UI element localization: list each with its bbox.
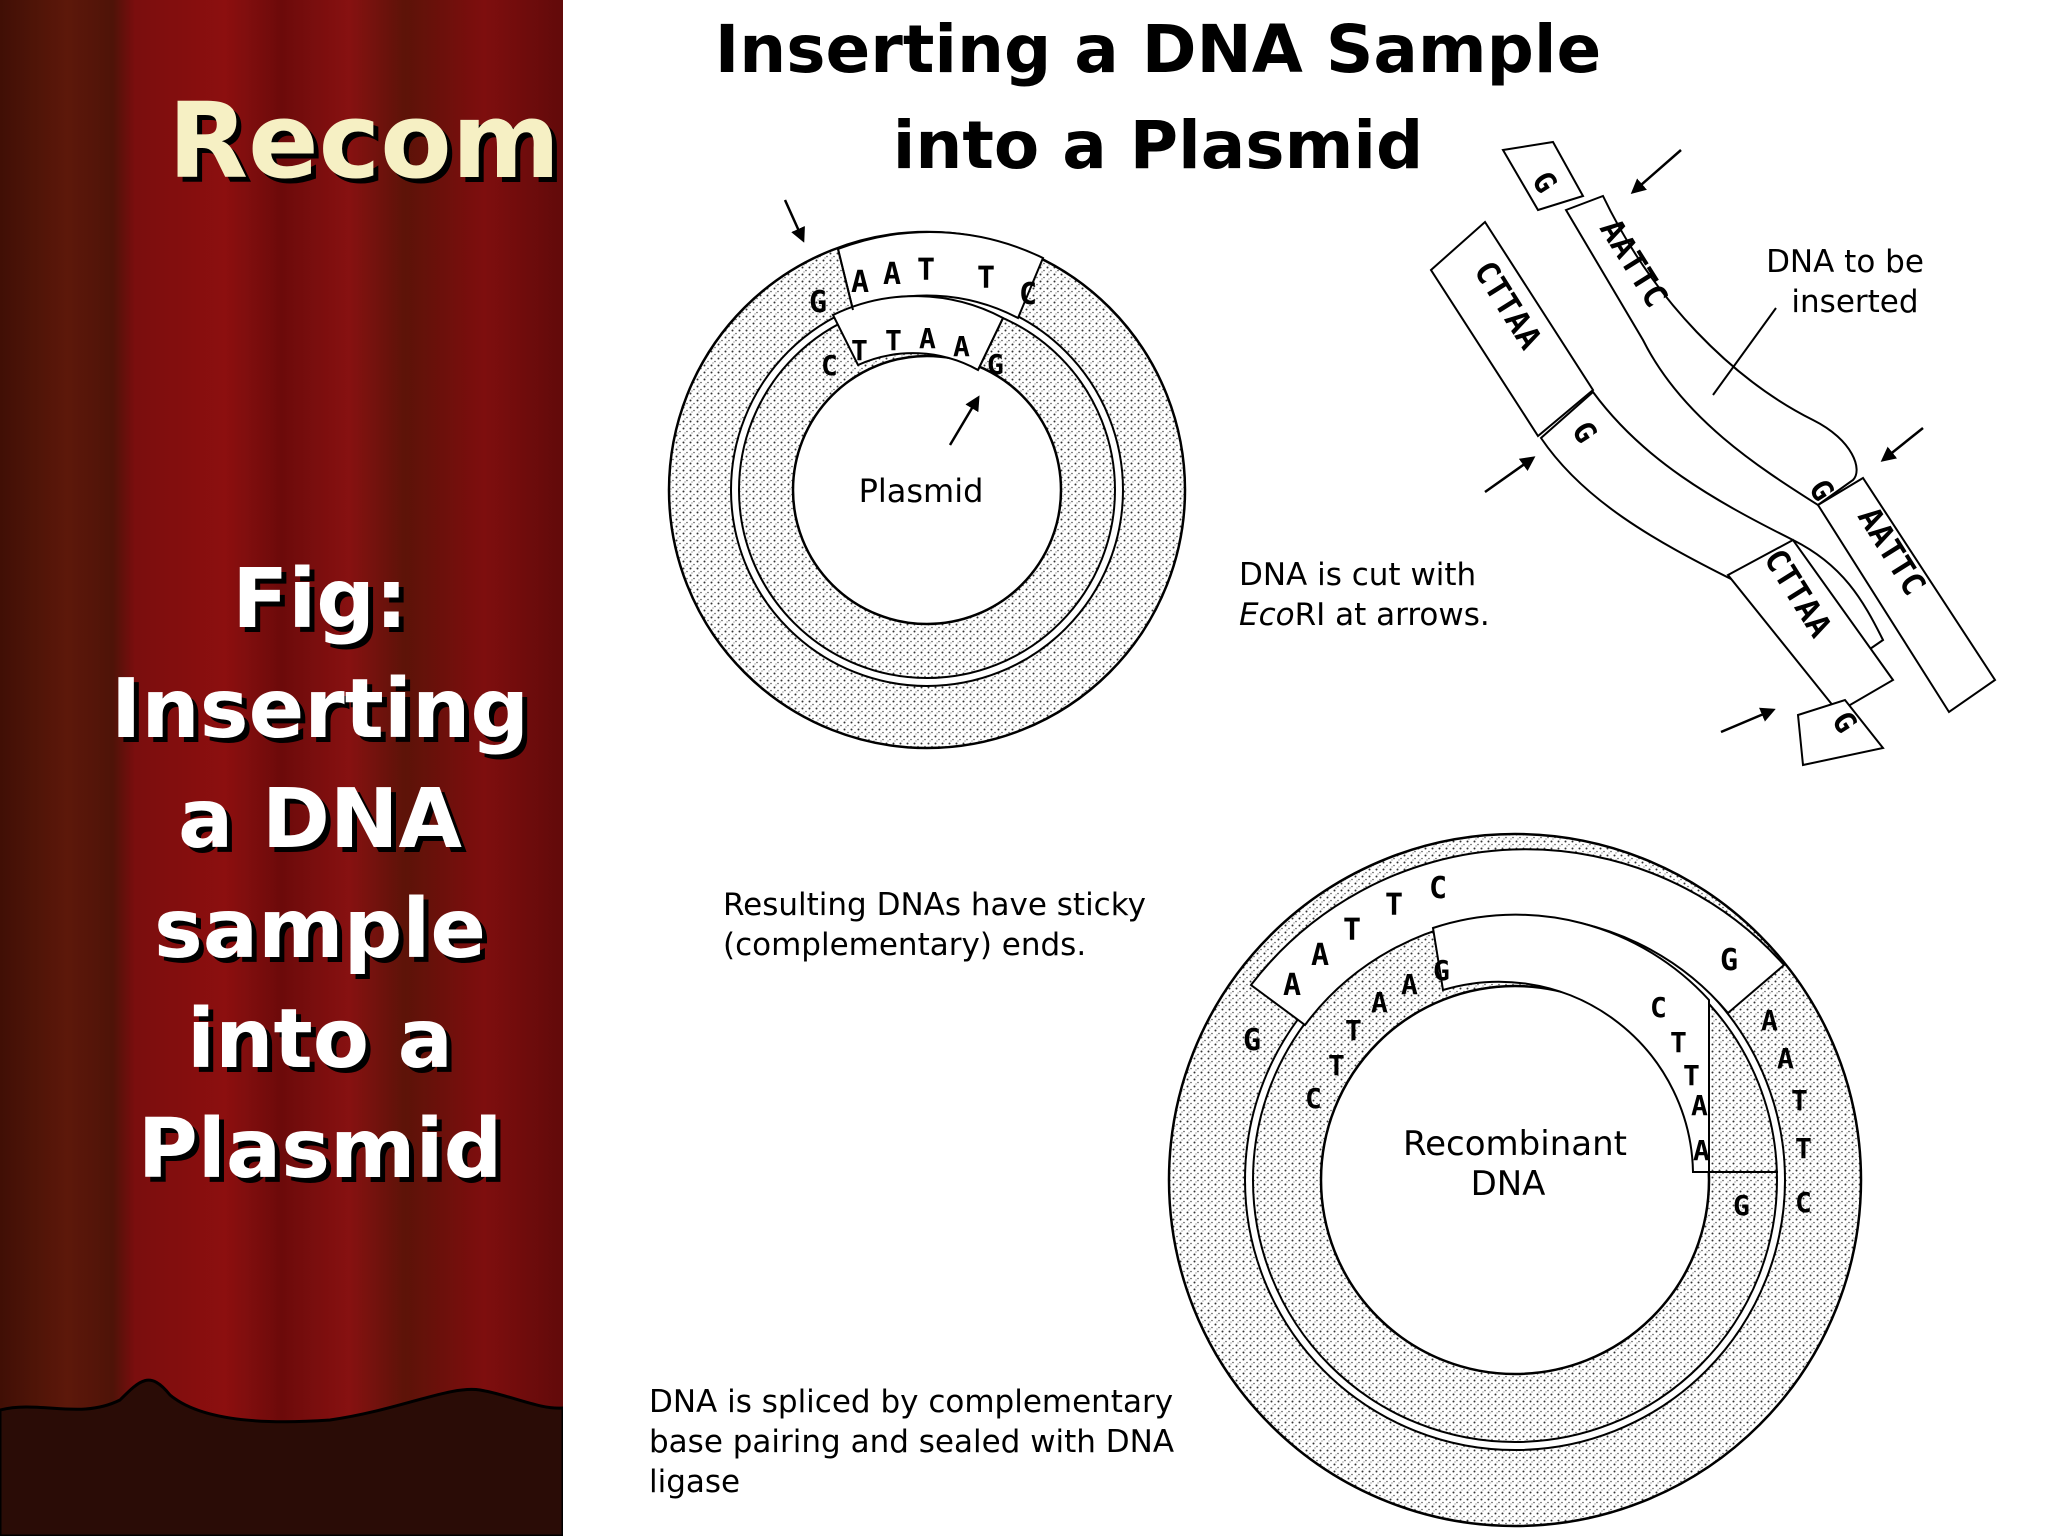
base-letter: C	[1795, 1186, 1812, 1219]
base-letter: A	[1311, 938, 1329, 973]
cut-arrow	[1630, 149, 1682, 194]
cut-note-line-1: DNA is cut with	[1239, 557, 1476, 593]
base-letter: A	[1777, 1042, 1794, 1075]
base-letter: T	[1670, 1026, 1687, 1059]
caption-line: Plasmid	[137, 1102, 503, 1197]
base-letter: T	[851, 334, 868, 367]
cut-arrow	[948, 395, 980, 446]
base-letter: T	[1328, 1049, 1345, 1082]
figure-caption: Fig: Inserting a DNA sample into a Plasm…	[100, 545, 540, 1205]
recombinant-label-line: Recombinant	[1403, 1124, 1627, 1164]
curtain-graphic	[0, 0, 563, 1536]
base-letter: G	[809, 285, 827, 320]
base-letter: A	[1371, 986, 1388, 1019]
base-letter: A	[851, 265, 869, 300]
base-letter: C	[1650, 991, 1667, 1024]
base-letter: C	[1019, 277, 1037, 312]
plasmid-label: Plasmid	[859, 472, 984, 510]
base-letter: G	[1433, 954, 1450, 987]
cut-arrow	[1720, 707, 1776, 734]
base-letter: A	[953, 330, 970, 363]
sticky-note-line-1: Resulting DNAs have sticky	[723, 887, 1146, 923]
base-letter: T	[1795, 1132, 1812, 1165]
figure-title-line-1: Inserting a DNA Sample	[715, 11, 1602, 88]
base-letter: A	[1283, 968, 1301, 1003]
base-letter: C	[1305, 1082, 1322, 1115]
caption-line: Fig:	[232, 552, 408, 647]
splice-note-line-2: base pairing and sealed with DNA	[649, 1424, 1174, 1460]
slide-title: Recombinant DNA	[168, 80, 563, 202]
base-letter: A	[883, 257, 901, 292]
base-letter: G	[987, 348, 1004, 381]
recombinant-label-line: DNA	[1471, 1164, 1546, 1204]
cut-note-line-2: EcoRI at arrows.	[1239, 597, 1490, 633]
base-letter: G	[1243, 1023, 1261, 1058]
caption-line: sample	[153, 882, 486, 977]
insert-dna-diagram: CTTAA G G AATTC G AATTC CTTAA G DNA to b…	[1429, 140, 1997, 767]
figure-svg: Inserting a DNA Sample into a Plasmid Pl…	[649, 11, 1997, 1528]
splice-note-line-3: ligase	[649, 1464, 740, 1500]
base-letter: T	[885, 324, 902, 357]
caption-line: Inserting	[110, 662, 530, 757]
sticky-note-line-2: (complementary) ends.	[723, 927, 1086, 963]
base-letter: A	[1401, 968, 1418, 1001]
cut-arrow	[1880, 427, 1924, 462]
base-letter: T	[1345, 1014, 1362, 1047]
base-letter: G	[1733, 1189, 1750, 1222]
base-letter: C	[821, 349, 838, 382]
base-letter: T	[1385, 888, 1403, 923]
plasmid-diagram: Plasmid G A A T T C C T T A A G	[667, 199, 1187, 750]
cut-arrow	[783, 199, 805, 243]
cut-arrow	[1484, 456, 1536, 494]
insert-label-line: inserted	[1791, 284, 1918, 320]
plasmid-insertion-figure: Inserting a DNA Sample into a Plasmid Pl…	[563, 0, 2048, 1536]
base-letter: A	[919, 322, 936, 355]
base-letter: T	[977, 261, 995, 296]
enzyme-rest: RI at arrows.	[1295, 597, 1490, 633]
base-letter: A	[1693, 1134, 1710, 1167]
recombinant-dna-diagram: Recombinant DNA A A T T C C T T A A G G …	[1167, 832, 1863, 1528]
enzyme-name: Eco	[1239, 597, 1295, 633]
base-letter: A	[1691, 1089, 1708, 1122]
insert-label-line: DNA to be	[1766, 244, 1924, 280]
base-letter: C	[1429, 871, 1447, 906]
base-letter: T	[1683, 1059, 1700, 1092]
slide-background-curtain: Recombinant DNA	[0, 0, 563, 1536]
base-letter: T	[1343, 913, 1361, 948]
base-letter: A	[1761, 1004, 1778, 1037]
caption-line: into a	[187, 992, 453, 1087]
base-letter: G	[1720, 943, 1738, 978]
base-letter: T	[1791, 1084, 1808, 1117]
splice-note-line-1: DNA is spliced by complementary	[649, 1384, 1173, 1420]
figure-title-line-2: into a Plasmid	[893, 107, 1423, 184]
caption-line: a DNA	[177, 772, 463, 867]
base-letter: T	[917, 253, 935, 288]
